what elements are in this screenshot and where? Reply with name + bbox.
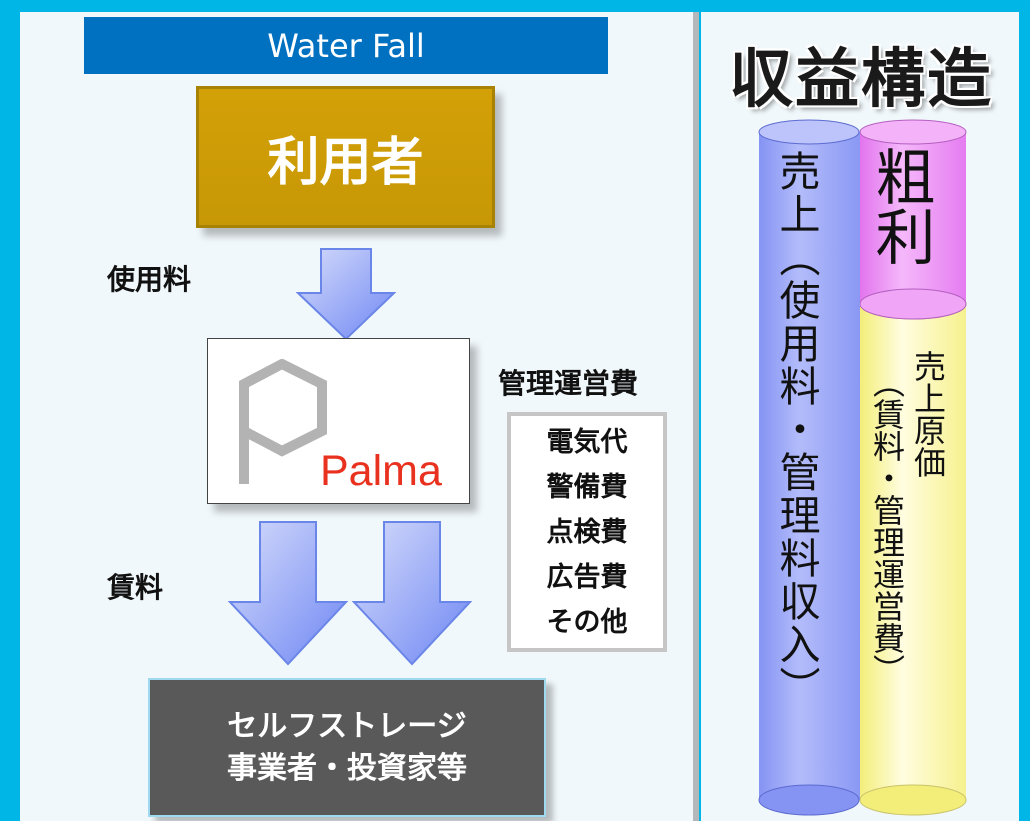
cost-item: 電気代 xyxy=(546,426,628,458)
operator-line-2: 事業者・投資家等 xyxy=(227,750,467,786)
cost-of-sales-title: 売上原価 xyxy=(909,350,947,478)
operator-investor-box: セルフストレージ 事業者・投資家等 xyxy=(148,678,546,817)
waterfall-title: Water Fall xyxy=(84,17,608,74)
down-arrow-icon xyxy=(228,521,348,666)
panel-divider xyxy=(693,12,699,821)
sales-column xyxy=(758,119,860,816)
down-arrow-icon xyxy=(352,521,472,666)
down-arrow-icon xyxy=(296,248,396,341)
cost-item: 警備費 xyxy=(546,471,628,503)
revenue-structure-title: 収益構造 xyxy=(729,43,993,117)
palma-mark-icon xyxy=(239,359,327,484)
sales-label: 売上（使用料・管理料収入） xyxy=(772,150,820,709)
palma-logo-box: Palma xyxy=(207,338,470,504)
cost-items-box: 電気代 警備費 点検費 広告費 その他 xyxy=(507,412,667,652)
gross-profit-column xyxy=(859,119,967,320)
cost-item: その他 xyxy=(546,606,628,638)
gross-profit-label: 粗利 xyxy=(865,146,935,266)
rent-label: 賃料 xyxy=(107,571,164,604)
cost-item: 点検費 xyxy=(546,516,628,548)
cost-of-sales-detail: （賃料・管理運営費） xyxy=(868,366,906,686)
palma-logo-text: Palma xyxy=(320,447,442,495)
cost-item: 広告費 xyxy=(546,561,628,593)
user-box: 利用者 xyxy=(196,86,495,228)
management-fee-label: 管理運営費 xyxy=(498,367,639,400)
revenue-columns xyxy=(758,119,967,816)
usage-fee-label: 使用料 xyxy=(107,263,192,296)
operator-line-1: セルフストレージ xyxy=(227,708,467,744)
